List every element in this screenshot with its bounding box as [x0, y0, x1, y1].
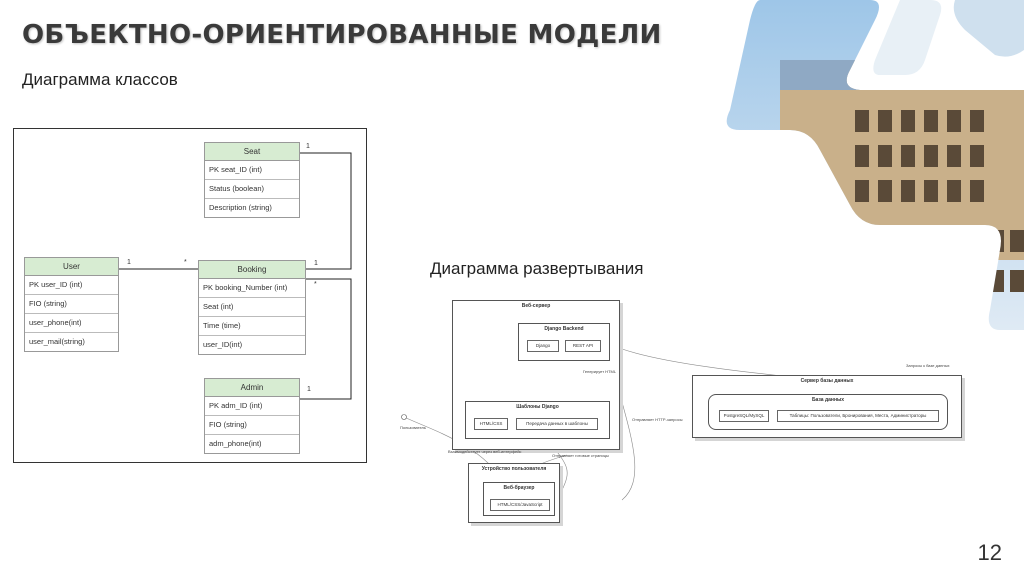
class-name: Booking [199, 261, 305, 279]
template-data-box: Передача данных в шаблоны [516, 418, 598, 430]
class-attribute: PK user_ID (int) [25, 276, 118, 295]
class-user: User PK user_ID (int) FIO (string) user_… [24, 257, 119, 352]
rest-api-box: REST API [565, 340, 601, 352]
node-title: Веб-браузер [503, 485, 535, 491]
django-box: Django [527, 340, 559, 352]
class-attribute: Seat (int) [199, 298, 305, 317]
edge-label: Генерирует HTML [583, 369, 617, 374]
node-title: Шаблоны Django [516, 404, 559, 410]
node-title: База данных [811, 397, 845, 403]
class-attribute: PK booking_Number (int) [199, 279, 305, 298]
tables-box: Таблицы: Пользователи, Бронирования, Мес… [777, 410, 939, 422]
class-attribute: PK seat_ID (int) [205, 161, 299, 180]
class-attribute: user_phone(int) [25, 314, 118, 333]
class-booking: Booking PK booking_Number (int) Seat (in… [198, 260, 306, 355]
actor-label: Пользователь [400, 425, 426, 430]
class-seat: Seat PK seat_ID (int) Status (boolean) D… [204, 142, 300, 218]
building-photo [726, 0, 1024, 330]
deployment-diagram-heading: Диаграмма развертывания [430, 259, 644, 278]
class-diagram: 1 1 * 1 * 1 Seat PK seat_ID (int) Status… [13, 128, 367, 463]
web-server-node: Веб-сервер Django Backend Django REST AP… [452, 300, 620, 450]
multiplicity-label: 1 [307, 386, 311, 393]
class-attribute: Status (boolean) [205, 180, 299, 199]
deployment-diagram: Веб-сервер Django Backend Django REST AP… [400, 295, 972, 525]
edge-label: Взаимодействует через веб-интерфейс [448, 449, 522, 454]
class-name: User [25, 258, 118, 276]
multiplicity-label: 1 [314, 260, 318, 267]
templates-node: Шаблоны Django HTML/CSS Передача данных … [465, 401, 610, 439]
class-attribute: Description (string) [209, 203, 272, 212]
class-attribute: user_mail(string) [29, 337, 85, 346]
node-title: Устройство пользователя [481, 466, 547, 472]
node-title: Сервер базы данных [800, 378, 854, 384]
user-device-node: Устройство пользователя Веб-браузер HTML… [468, 463, 560, 523]
multiplicity-label: 1 [306, 143, 310, 150]
class-diagram-heading: Диаграмма классов [22, 70, 178, 89]
database-node: База данных PostgreSQL/MySQL Таблицы: По… [708, 394, 948, 430]
node-title: Веб-сервер [521, 303, 551, 309]
class-attribute: Time (time) [199, 317, 305, 336]
edge-label: Отправляет HTTP-запросы [632, 417, 683, 422]
class-attribute: adm_phone(int) [209, 439, 262, 448]
multiplicity-label: * [184, 259, 187, 266]
class-attribute: PK adm_ID (int) [205, 397, 299, 416]
edge-label: Отправляет готовые страницы [552, 453, 609, 458]
html-css-box: HTML/CSS [474, 418, 508, 430]
html-css-js-box: HTML/CSS/JavaScript [490, 499, 550, 511]
class-attribute: user_ID(int) [203, 340, 243, 349]
class-name: Admin [205, 379, 299, 397]
django-backend-node: Django Backend Django REST API [518, 323, 610, 361]
multiplicity-label: 1 [127, 259, 131, 266]
class-name: Seat [205, 143, 299, 161]
class-attribute: FIO (string) [205, 416, 299, 435]
class-admin: Admin PK adm_ID (int) FIO (string) adm_p… [204, 378, 300, 454]
browser-node: Веб-браузер HTML/CSS/JavaScript [483, 482, 555, 516]
class-attribute: FIO (string) [25, 295, 118, 314]
edge-label: Запросы к базе данных [906, 363, 950, 368]
multiplicity-label: * [314, 281, 317, 288]
node-title: Django Backend [544, 326, 584, 332]
postgres-box: PostgreSQL/MySQL [719, 410, 769, 422]
page-number: 12 [977, 540, 1002, 565]
slide-title: ОБЪЕКТНО-ОРИЕНТИРОВАННЫЕ МОДЕЛИ [22, 20, 662, 50]
db-server-node: Сервер базы данных База данных PostgreSQ… [692, 375, 962, 438]
